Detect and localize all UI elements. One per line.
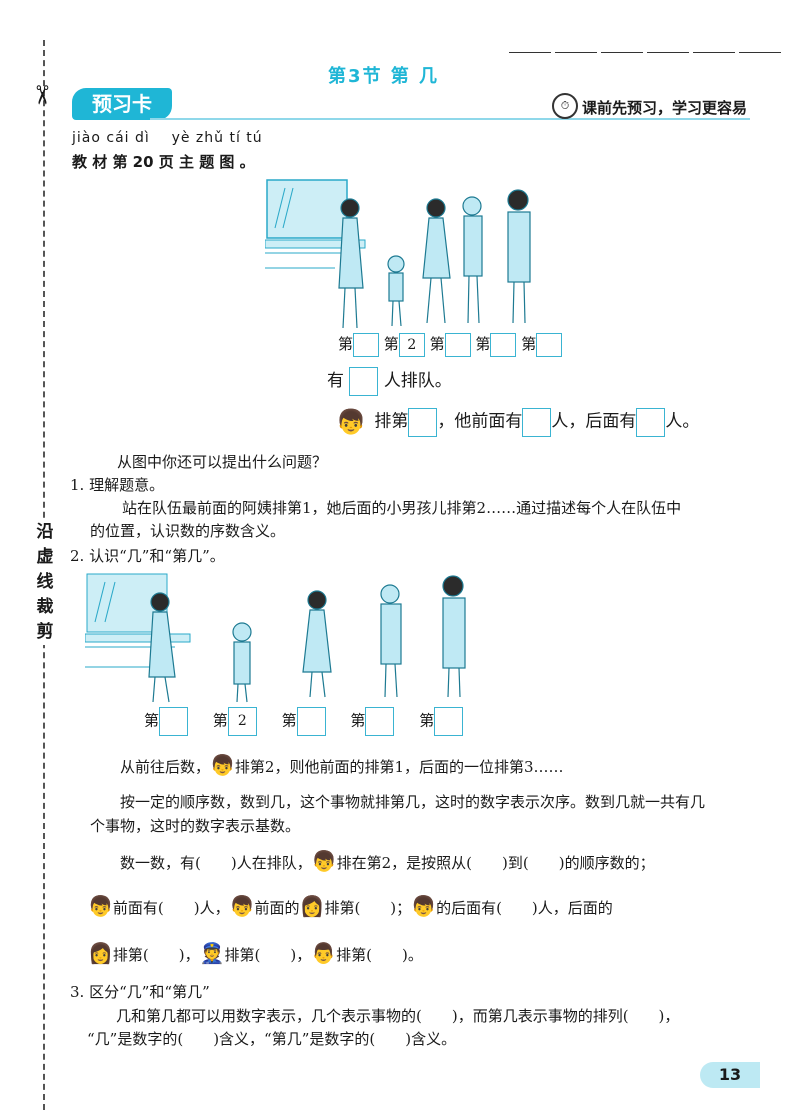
step2-row2: 👦前面有( )人，👦前面的👩排第( )；👦的后面有( )人，后面的 [88, 894, 613, 918]
answer-box[interactable] [434, 707, 464, 736]
kid-rank-line: 👦 排第，他前面有人，后面有人。 [333, 404, 699, 440]
answer-box[interactable] [349, 367, 379, 396]
step2-para-line1: 按一定的顺序数，数到几，这个事物就排第几，这时的数字表示次序。数到几就一共有几 [120, 793, 706, 811]
preview-card-label: 预习卡 [72, 88, 172, 120]
ordinal-label: 第 [338, 335, 354, 353]
scissors-icon: ✂ [25, 84, 56, 106]
step2-line1: 从前往后数，👦排第2，则他前面的排第1，后面的一位排第3…… [120, 753, 564, 777]
ordinal-label: 第 [383, 335, 399, 353]
page-number: 13 [700, 1062, 760, 1088]
step2-row3: 👩排第( )，👮排第( )，👨排第( )。 [88, 941, 423, 965]
pinyin-line: jiào cái dì yè zhǔ tí tú [72, 130, 263, 146]
textbook-reference: 教 材 第 20 页 主 题 图 。 [72, 153, 255, 171]
queue-illustration-2 [84, 572, 485, 712]
step2-count-line: 数一数，有( )人在排队，👦排在第2，是按照从( )到( )的顺序数的； [120, 849, 655, 873]
queue-illustration-1 [264, 178, 553, 338]
boy-head-icon: 👦 [411, 894, 437, 918]
answer-box[interactable] [444, 333, 471, 357]
answer-box[interactable] [636, 407, 666, 437]
step3-title: 3. 区分“几”和“第几” [70, 983, 210, 1001]
boy-head-icon: 👦 [333, 404, 369, 440]
answer-box[interactable] [296, 707, 326, 736]
clock-icon: ⏱ [552, 93, 578, 119]
step2-para-line2: 个事物，这时的数字表示基数。 [90, 817, 301, 835]
step1-line1: 站在队伍最前面的阿姨排第1，她后面的小男孩儿排第2……通过描述每个人在队伍中 [122, 499, 682, 517]
queue-count-line: 有 人排队。 [327, 366, 452, 396]
ordinal-label: 第 [475, 335, 491, 353]
card-tip: 课前先预习，学习更容易 [582, 99, 748, 117]
woman-head-icon: 👩 [299, 894, 325, 918]
header-name-lines [505, 38, 781, 57]
man-head-icon: 👨 [311, 941, 337, 965]
answer-box[interactable] [536, 333, 563, 357]
answer-box[interactable] [159, 707, 189, 736]
boy-head-icon: 👦 [88, 894, 113, 918]
answer-box[interactable] [490, 333, 517, 357]
answer-box[interactable] [353, 333, 380, 357]
boy-head-icon: 👦 [229, 894, 255, 918]
woman-head-icon: 👩 [88, 941, 113, 965]
step2-title: 2. 认识“几”和“第几”。 [70, 547, 225, 565]
step1-line2: 的位置，认识数的序数含义。 [90, 522, 286, 540]
boy-head-icon: 👦 [210, 753, 235, 777]
scout-head-icon: 👮 [199, 941, 225, 965]
answer-box[interactable] [365, 707, 395, 736]
ordinal-label: 第 [429, 335, 445, 353]
step3-line2: “几”是数字的( )含义，“第几”是数字的( )含义。 [87, 1030, 457, 1048]
answer-box[interactable] [522, 407, 552, 437]
card-divider [150, 118, 750, 120]
cut-instruction: 沿虚线裁剪 [35, 520, 55, 645]
step3-line1: 几和第几都可以用数字表示，几个表示事物的( )，而第几表示事物的排列( )， [116, 1007, 680, 1025]
answer-box[interactable]: 2 [227, 707, 257, 736]
answer-box[interactable]: 2 [398, 333, 425, 357]
section-title: 第3节 第 几 [328, 66, 440, 87]
ordinal-label: 第 [521, 335, 537, 353]
step1-title: 1. 理解题意。 [70, 476, 165, 494]
answer-box[interactable] [408, 407, 438, 437]
boy-head-icon: 👦 [311, 849, 337, 873]
question-prompt: 从图中你还可以提出什么问题？ [117, 453, 328, 471]
